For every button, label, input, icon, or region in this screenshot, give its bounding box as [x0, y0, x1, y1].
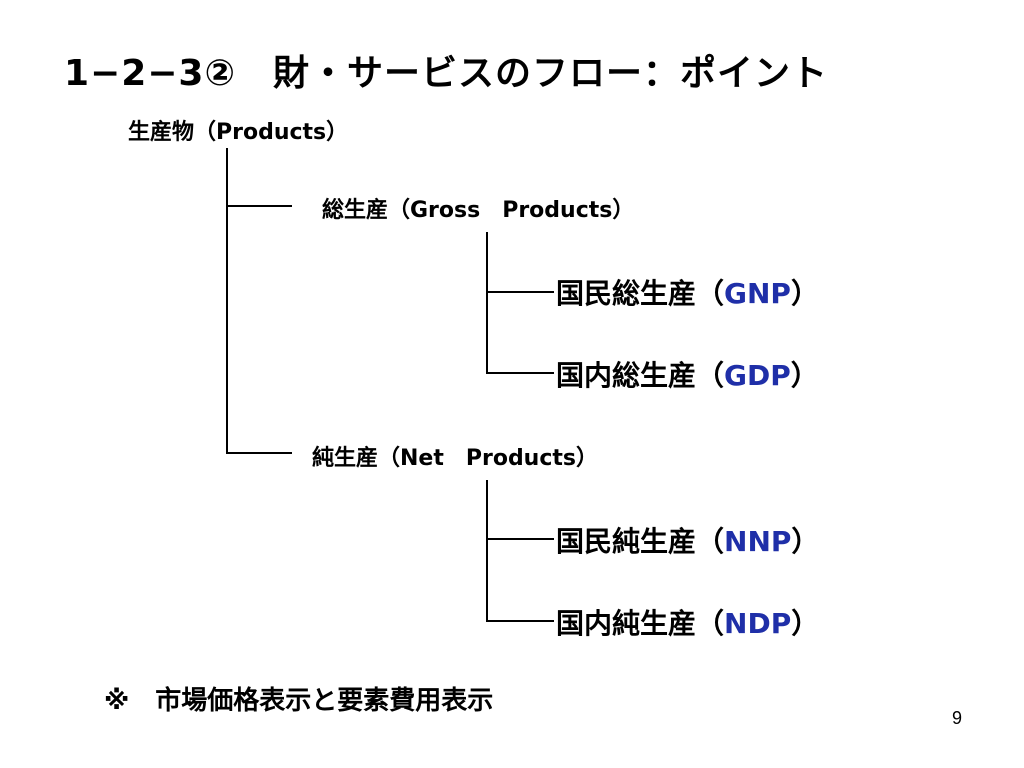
- nnp-branch-connector: [486, 538, 554, 540]
- ndp-abbreviation: NDP: [724, 607, 792, 640]
- ndp-prefix: 国内純生産（: [556, 607, 725, 640]
- net-branch-connector: [226, 452, 292, 454]
- tree-node-net-products: 純生産（Net Products）: [312, 446, 599, 471]
- gross-branch-connector: [226, 205, 292, 207]
- ndp-suffix: ）: [791, 607, 820, 640]
- net-vertical-connector: [486, 480, 488, 622]
- tree-node-nnp: 国民純生産（NNP）: [556, 520, 819, 560]
- gdp-abbreviation: GDP: [724, 359, 791, 392]
- gdp-prefix: 国内総生産（: [556, 359, 725, 392]
- ndp-branch-connector: [486, 620, 554, 622]
- gnp-abbreviation: GNP: [724, 277, 791, 310]
- gdp-branch-connector: [486, 372, 554, 374]
- nnp-suffix: ）: [791, 525, 820, 558]
- gross-vertical-connector: [486, 232, 488, 374]
- page-number: 9: [952, 708, 963, 728]
- gnp-branch-connector: [486, 291, 554, 293]
- tree-root-label: 生産物（Products）: [128, 120, 349, 145]
- nnp-prefix: 国民純生産（: [556, 525, 725, 558]
- footnote: ※ 市場価格表示と要素費用表示: [104, 686, 494, 716]
- gdp-suffix: ）: [790, 359, 819, 392]
- gnp-prefix: 国民総生産（: [556, 277, 725, 310]
- tree-node-ndp: 国内純生産（NDP）: [556, 602, 819, 642]
- tree-node-gnp: 国民総生産（GNP）: [556, 272, 819, 312]
- page-title: 1−2−3② 財・サービスのフロー：ポイント: [64, 53, 828, 94]
- tree-node-gdp: 国内総生産（GDP）: [556, 354, 819, 394]
- tree-node-gross-products: 総生産（Gross Products）: [322, 198, 635, 223]
- nnp-abbreviation: NNP: [724, 525, 792, 558]
- root-vertical-connector: [226, 148, 228, 453]
- gnp-suffix: ）: [790, 277, 819, 310]
